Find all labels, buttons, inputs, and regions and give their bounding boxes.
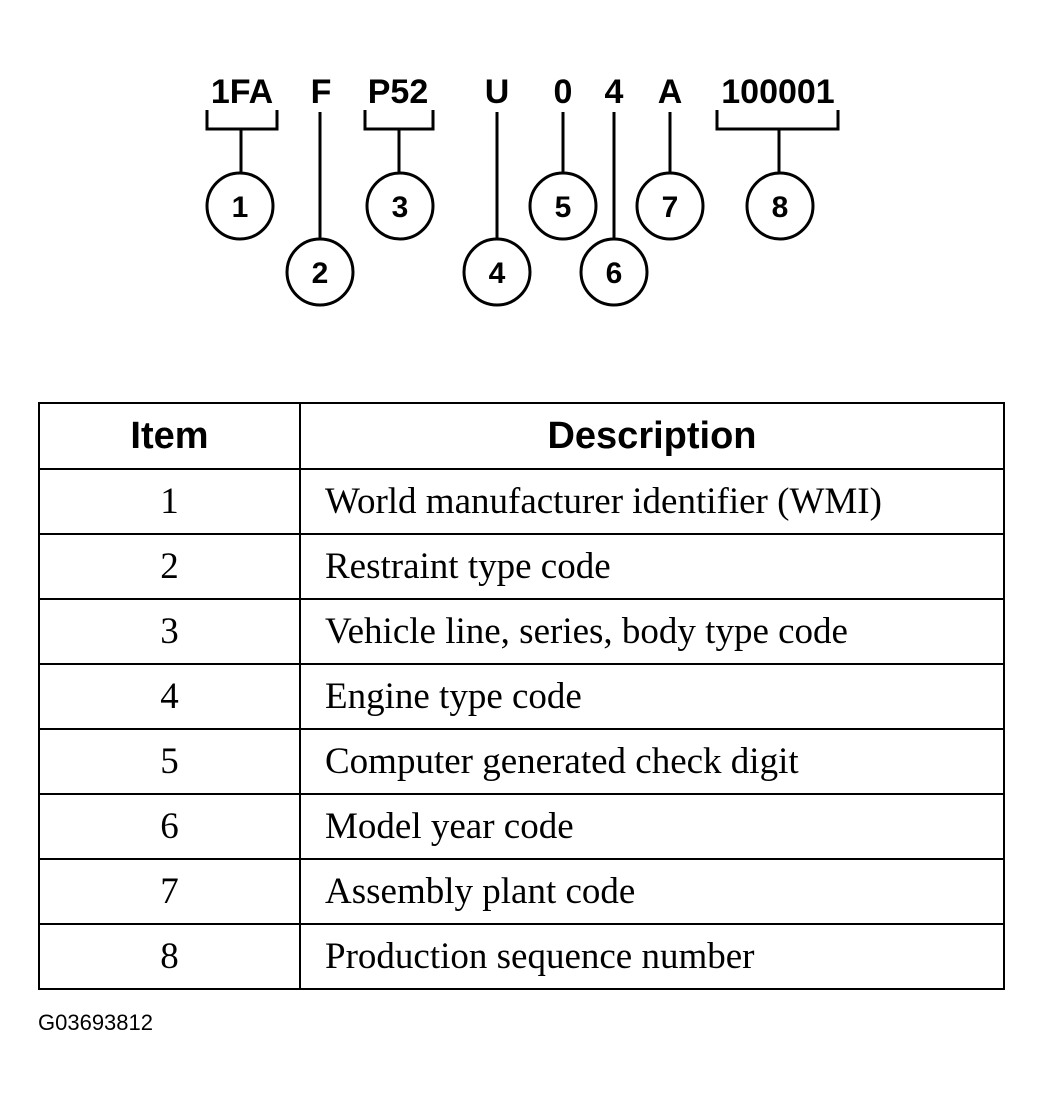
vin-segment-3: P52 <box>368 73 429 111</box>
callout-6: 6 <box>579 237 649 307</box>
vin-segment-7: A <box>658 73 683 111</box>
table-row: 8 Production sequence number <box>38 923 1005 990</box>
header-description: Description <box>299 402 1005 470</box>
vin-description-table: Item Description 1 World manufacturer id… <box>38 402 1005 990</box>
vin-diagram: 1FA F P52 U 0 4 A 100001 1 2 3 4 5 6 7 <box>205 73 840 307</box>
callout-4-number: 4 <box>489 257 506 290</box>
callout-2: 2 <box>285 237 355 307</box>
row-item: 6 <box>38 793 301 860</box>
callout-1: 1 <box>205 171 275 241</box>
bracket-8 <box>715 110 840 172</box>
row-description: Assembly plant code <box>299 858 1005 925</box>
table-row: 7 Assembly plant code <box>38 858 1005 925</box>
callout-4: 4 <box>462 237 532 307</box>
table-row: 2 Restraint type code <box>38 533 1005 600</box>
callout-3-number: 3 <box>392 191 409 224</box>
vin-segment-2: F <box>311 73 332 111</box>
row-description: Restraint type code <box>299 533 1005 600</box>
row-description: Vehicle line, series, body type code <box>299 598 1005 665</box>
row-description: Computer generated check digit <box>299 728 1005 795</box>
callout-6-number: 6 <box>606 257 623 290</box>
table-row: 6 Model year code <box>38 793 1005 860</box>
row-description: Production sequence number <box>299 923 1005 990</box>
bracket-1 <box>205 110 279 172</box>
row-description: World manufacturer identifier (WMI) <box>299 468 1005 535</box>
vin-segment-1: 1FA <box>211 73 273 111</box>
table-row: 4 Engine type code <box>38 663 1005 730</box>
callout-8-number: 8 <box>772 191 789 224</box>
vin-segment-8: 100001 <box>721 73 834 111</box>
callout-5-number: 5 <box>555 191 572 224</box>
row-item: 3 <box>38 598 301 665</box>
table-row: 5 Computer generated check digit <box>38 728 1005 795</box>
callout-7-number: 7 <box>662 191 679 224</box>
callout-5: 5 <box>528 171 598 241</box>
table-row: 1 World manufacturer identifier (WMI) <box>38 468 1005 535</box>
row-item: 2 <box>38 533 301 600</box>
callout-1-number: 1 <box>232 191 249 224</box>
callout-7: 7 <box>635 171 705 241</box>
table-row: 3 Vehicle line, series, body type code <box>38 598 1005 665</box>
table-header-row: Item Description <box>38 402 1005 470</box>
row-description: Model year code <box>299 793 1005 860</box>
callout-2-number: 2 <box>312 257 329 290</box>
bracket-3 <box>363 110 435 172</box>
callout-8: 8 <box>745 171 815 241</box>
row-item: 1 <box>38 468 301 535</box>
row-item: 8 <box>38 923 301 990</box>
row-item: 5 <box>38 728 301 795</box>
row-item: 7 <box>38 858 301 925</box>
figure-id-label: G03693812 <box>38 1010 153 1035</box>
row-item: 4 <box>38 663 301 730</box>
vin-segment-6: 4 <box>605 73 624 111</box>
vin-segment-4: U <box>485 73 510 111</box>
vin-segment-5: 0 <box>554 73 573 111</box>
header-item: Item <box>38 402 301 470</box>
callout-3: 3 <box>365 171 435 241</box>
row-description: Engine type code <box>299 663 1005 730</box>
